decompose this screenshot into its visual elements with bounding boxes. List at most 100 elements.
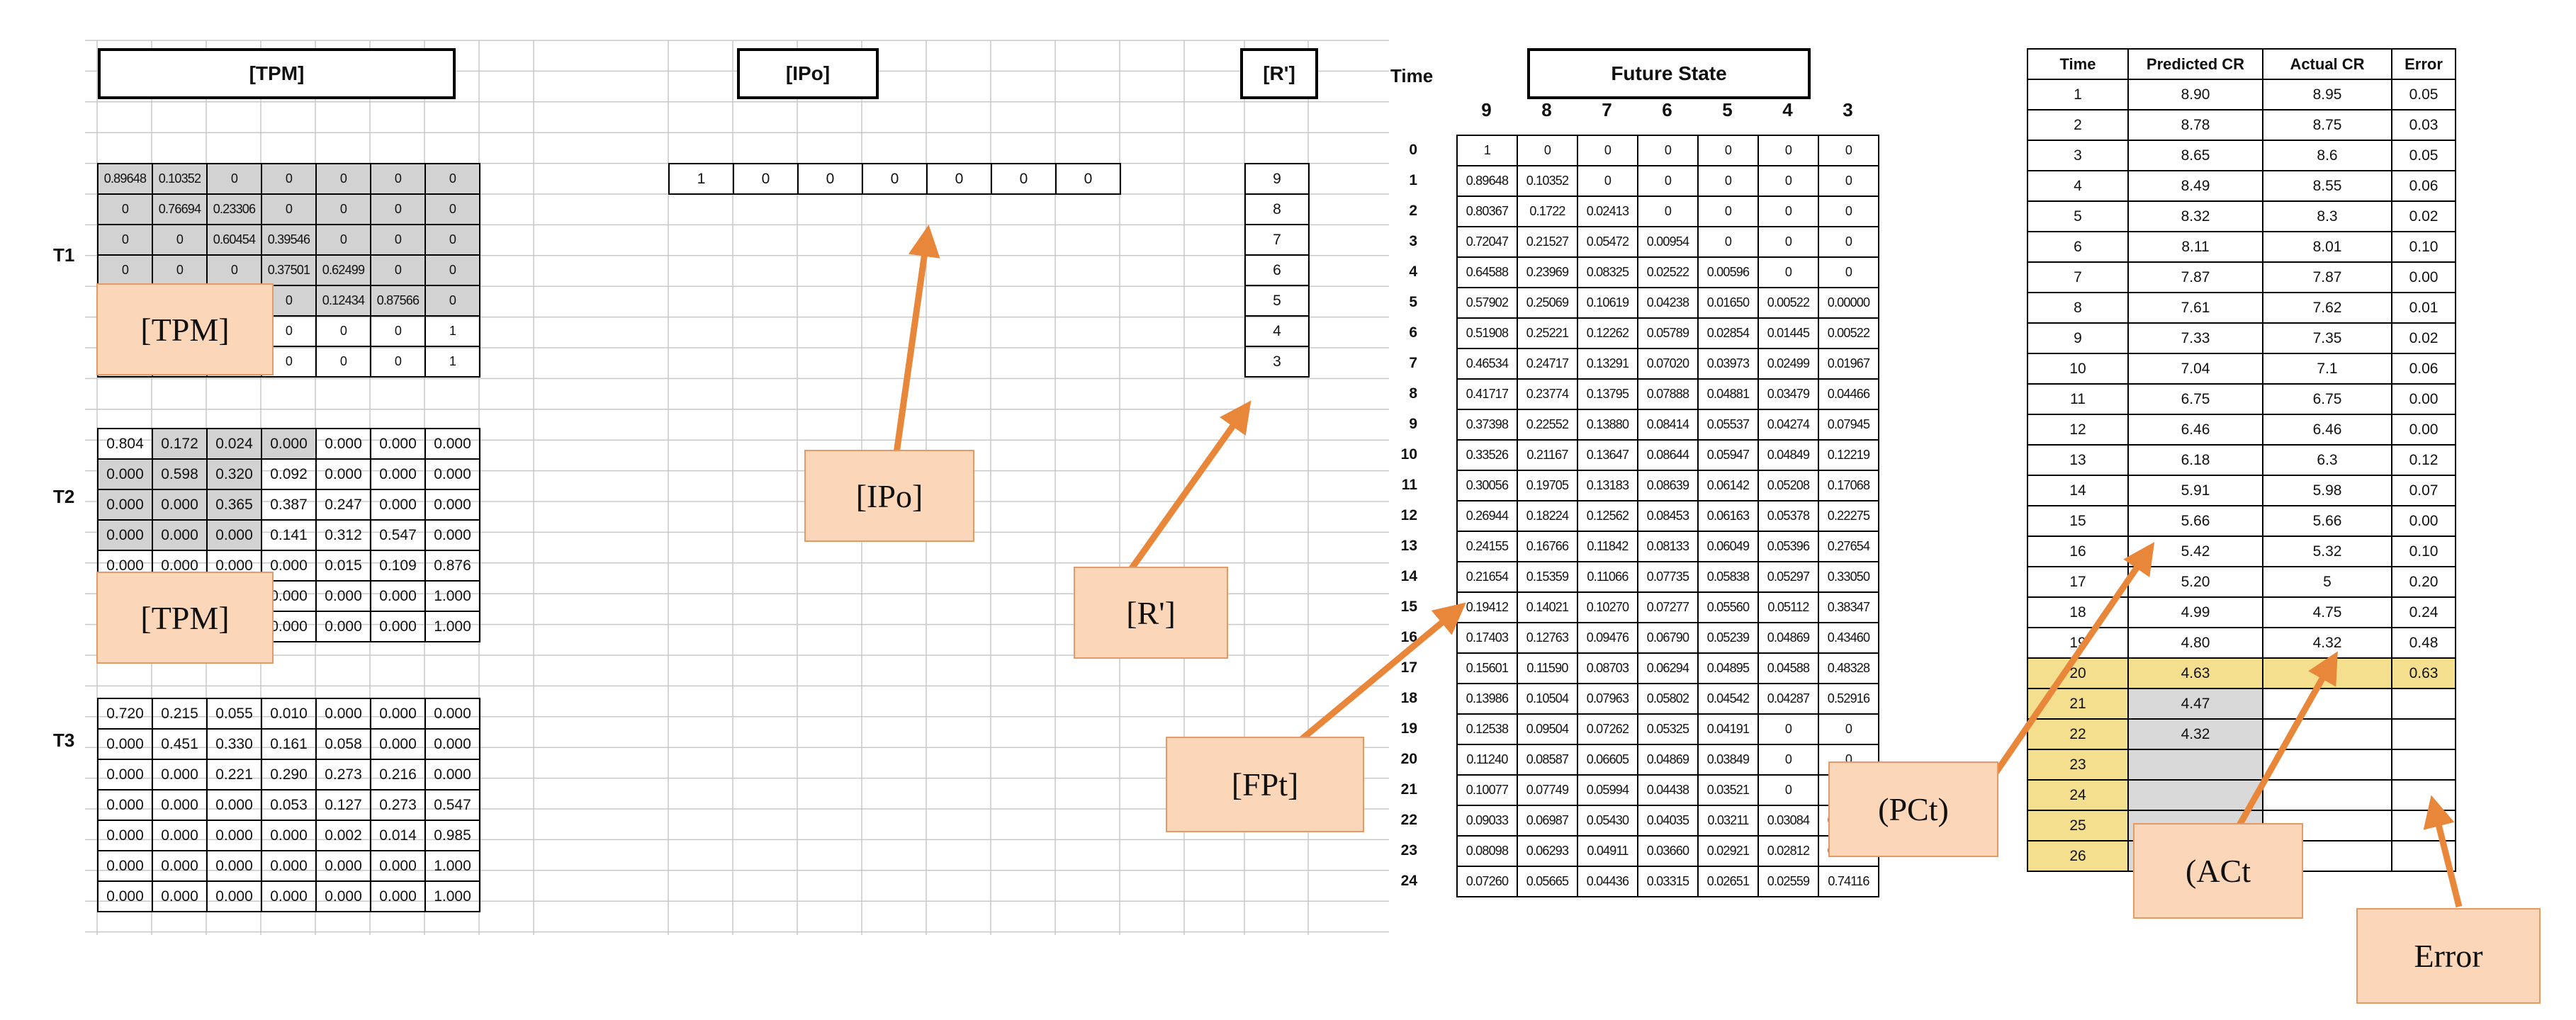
future-state-cell: 0 [1759,258,1819,288]
future-state-cell: 0.03084 [1759,806,1819,837]
future-state-cell: 0.48328 [1819,654,1879,684]
future-state-cell: 0.05239 [1699,623,1759,654]
future-state-cell: 0 [1699,197,1759,227]
results-cell: 5 [2028,202,2129,232]
future-state-cell: 0.07735 [1638,562,1699,593]
future-state-cell: 0.08639 [1638,471,1699,502]
results-cell: 7.1 [2263,354,2392,385]
results-cell: 5.20 [2129,567,2263,598]
matrix-cell: 0.273 [371,790,426,821]
results-cell: 8.90 [2129,80,2263,110]
future-state-cell: 0.04911 [1578,837,1638,867]
matrix-cell: 0.000 [317,582,371,612]
matrix-cell: 0 [208,164,262,195]
future-state-cell: 0.02921 [1699,837,1759,867]
future-state-col-header: 5 [1722,99,1733,120]
future-state-col-header: 6 [1662,99,1672,120]
future-state-cell: 0.06294 [1638,654,1699,684]
matrix-cell: 0.247 [317,490,371,521]
future-state-time: 24 [1400,873,1417,889]
ipo-cell: 1 [670,164,734,195]
results-cell: 8.78 [2129,110,2263,141]
matrix-cell: 0.60454 [208,225,262,256]
matrix-cell: 0.000 [262,429,317,460]
results-cell: 8.55 [2263,171,2392,202]
matrix-cell: 0.000 [99,730,153,760]
matrix-cell: 0.000 [208,790,262,821]
matrix-cell: 0 [371,347,426,378]
results-cell: 6.75 [2129,385,2263,415]
future-state-cell: 0.21527 [1518,227,1578,258]
results-cell: 7.87 [2263,263,2392,293]
future-state-cell: 0.11590 [1518,654,1578,684]
results-cell [2392,689,2456,720]
results-cell: 6.18 [2129,446,2263,476]
future-state-cell: 0.08703 [1578,654,1638,684]
matrix-cell: 1 [426,347,480,378]
future-state-cell: 0.12763 [1518,623,1578,654]
matrix-cell: 0.002 [317,821,371,851]
matrix-cell: 0.109 [371,551,426,582]
results-cell: 6.46 [2263,415,2392,446]
ipo-cell: 0 [863,164,928,195]
matrix-cell: 0.221 [208,760,262,790]
matrix-cell: 0.365 [208,490,262,521]
results-cell: 14 [2028,476,2129,506]
r-cell: 3 [1246,347,1310,378]
future-state-cell: 0.13183 [1578,471,1638,502]
results-cell [2129,781,2263,811]
matrix-cell: 0.000 [317,882,371,912]
future-state-cell: 0.04035 [1638,806,1699,837]
matrix-cell: 0.000 [371,699,426,730]
future-state-cell: 0.04466 [1819,380,1879,410]
future-state-cell: 0.04849 [1759,441,1819,471]
matrix-cell: 0.312 [317,521,371,551]
matrix-cell: 0.000 [371,490,426,521]
matrix-cell: 0.000 [426,699,480,730]
future-state-cell: 0.05537 [1699,410,1759,441]
results-cell: 0.03 [2392,110,2456,141]
future-state-cell: 0.10619 [1578,288,1638,319]
future-state-time: 16 [1400,629,1417,645]
matrix-cell: 0 [371,225,426,256]
future-state-cell: 0.02812 [1759,837,1819,867]
matrix-cell: 0 [371,195,426,225]
r-cell: 8 [1246,195,1310,225]
future-state-cell: 0.04869 [1638,745,1699,776]
future-state-col-header: 9 [1481,99,1492,120]
results-cell: 0.20 [2392,567,2456,598]
future-state-time: 15 [1400,599,1417,615]
matrix-cell: 0.62499 [317,256,371,286]
future-state-cell: 0.05802 [1638,684,1699,715]
future-state-cell: 0.12219 [1819,441,1879,471]
matrix-cell: 0.000 [371,429,426,460]
matrix-cell: 0.000 [262,551,317,582]
t2-label: T2 [53,486,75,507]
results-cell [2392,720,2456,750]
future-state-cell: 0.06163 [1699,502,1759,532]
matrix-cell: 0.000 [153,851,208,882]
future-state-cell: 0.14021 [1518,593,1578,623]
results-cell: 6.46 [2129,415,2263,446]
future-state-cell: 0.52916 [1819,684,1879,715]
results-cell [2129,750,2263,781]
future-state-cell: 0.00522 [1819,319,1879,349]
matrix-cell: 0.985 [426,821,480,851]
future-state-cell: 0.00522 [1759,288,1819,319]
results-cell: 5.66 [2129,506,2263,537]
future-state-cell: 0.05789 [1638,319,1699,349]
future-state-cell: 0 [1759,136,1819,166]
results-cell: 8.11 [2129,232,2263,263]
future-state-cell: 0.27654 [1819,532,1879,562]
matrix-cell: 0.000 [262,821,317,851]
future-state-cell: 0.05396 [1759,532,1819,562]
results-cell: 6 [2028,232,2129,263]
future-state-cell: 0.11240 [1458,745,1518,776]
matrix-cell: 0.720 [99,699,153,730]
matrix-cell: 0.000 [153,882,208,912]
ipo-cell: 0 [928,164,992,195]
future-state-time: 8 [1409,385,1417,402]
future-state-cell: 0.10504 [1518,684,1578,715]
matrix-cell: 0.000 [317,612,371,642]
